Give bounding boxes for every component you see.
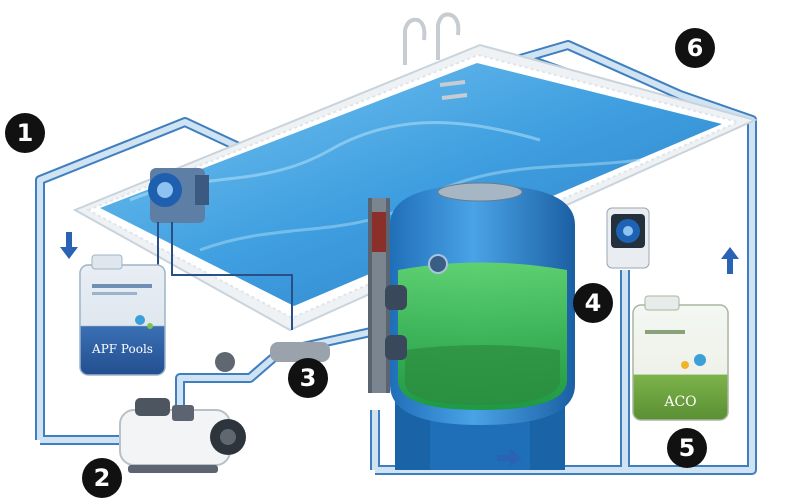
swimming-pool	[72, 12, 758, 332]
marker-2: 2	[82, 458, 122, 498]
dosing-pump-left	[148, 168, 293, 330]
marker-5: 5	[667, 428, 707, 468]
flow-cell	[215, 342, 330, 372]
marker-6: 6	[675, 28, 715, 68]
multiport-valve	[368, 198, 407, 393]
container-apf-pools	[79, 254, 166, 376]
pool-ladder	[403, 12, 468, 100]
arrow-down-icon	[60, 232, 78, 259]
flow-arrows	[60, 232, 739, 467]
container-right-brand: ACO	[664, 394, 697, 410]
pool-pump	[119, 398, 246, 473]
dosing-pump-right	[606, 207, 650, 269]
container-left-brand: APF Pools	[92, 342, 153, 356]
marker-4: 4	[573, 283, 613, 323]
marker-1: 1	[5, 113, 45, 153]
arrow-right-icon	[497, 449, 522, 467]
sand-filter-tank	[368, 182, 575, 470]
container-aco	[632, 295, 729, 421]
marker-3: 3	[288, 358, 328, 398]
arrow-up-icon	[721, 247, 739, 274]
